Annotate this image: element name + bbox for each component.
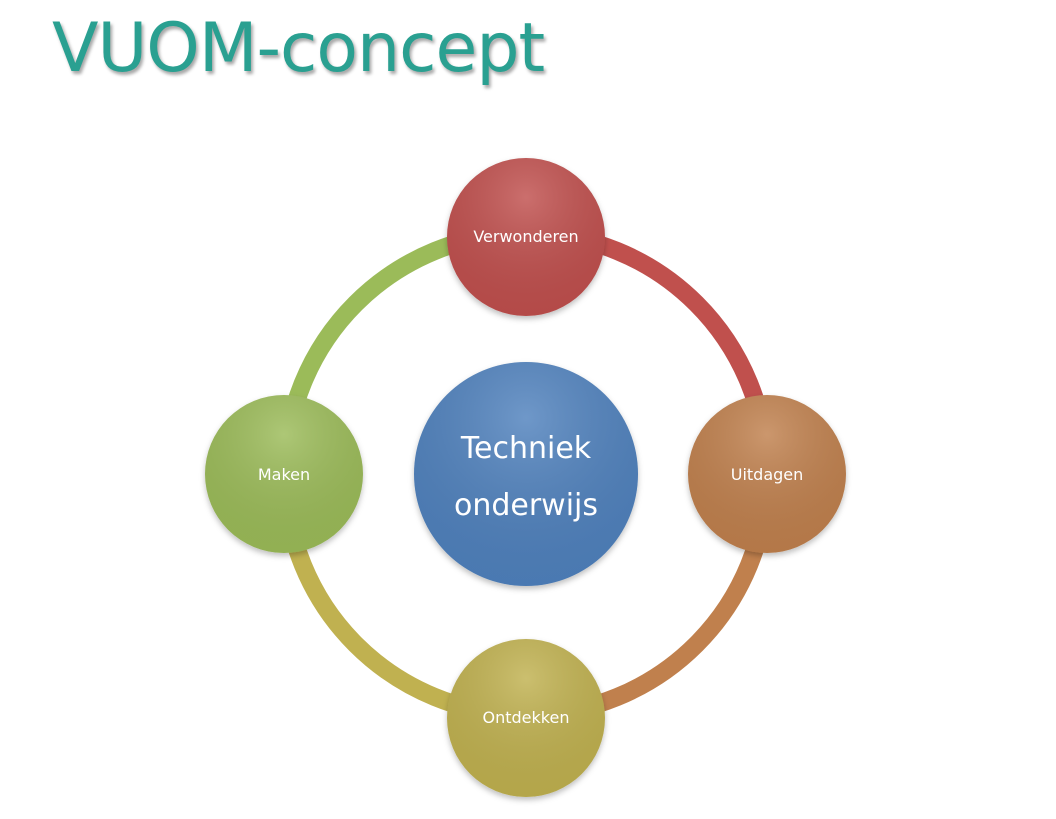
- node-ontdekken-label: Ontdekken: [483, 708, 570, 727]
- page-title: VUOM-concept: [52, 9, 545, 88]
- node-maken-label: Maken: [258, 465, 310, 484]
- center-label-line2: onderwijs: [454, 488, 598, 523]
- center-node: Techniek onderwijs: [414, 362, 638, 586]
- node-uitdagen-label: Uitdagen: [731, 465, 804, 484]
- node-verwonderen-label: Verwonderen: [473, 227, 578, 246]
- node-ontdekken: Ontdekken: [447, 639, 605, 797]
- node-uitdagen: Uitdagen: [688, 395, 846, 553]
- center-label-line1: Techniek: [460, 431, 592, 466]
- node-verwonderen: Verwonderen: [447, 158, 605, 316]
- node-maken: Maken: [205, 395, 363, 553]
